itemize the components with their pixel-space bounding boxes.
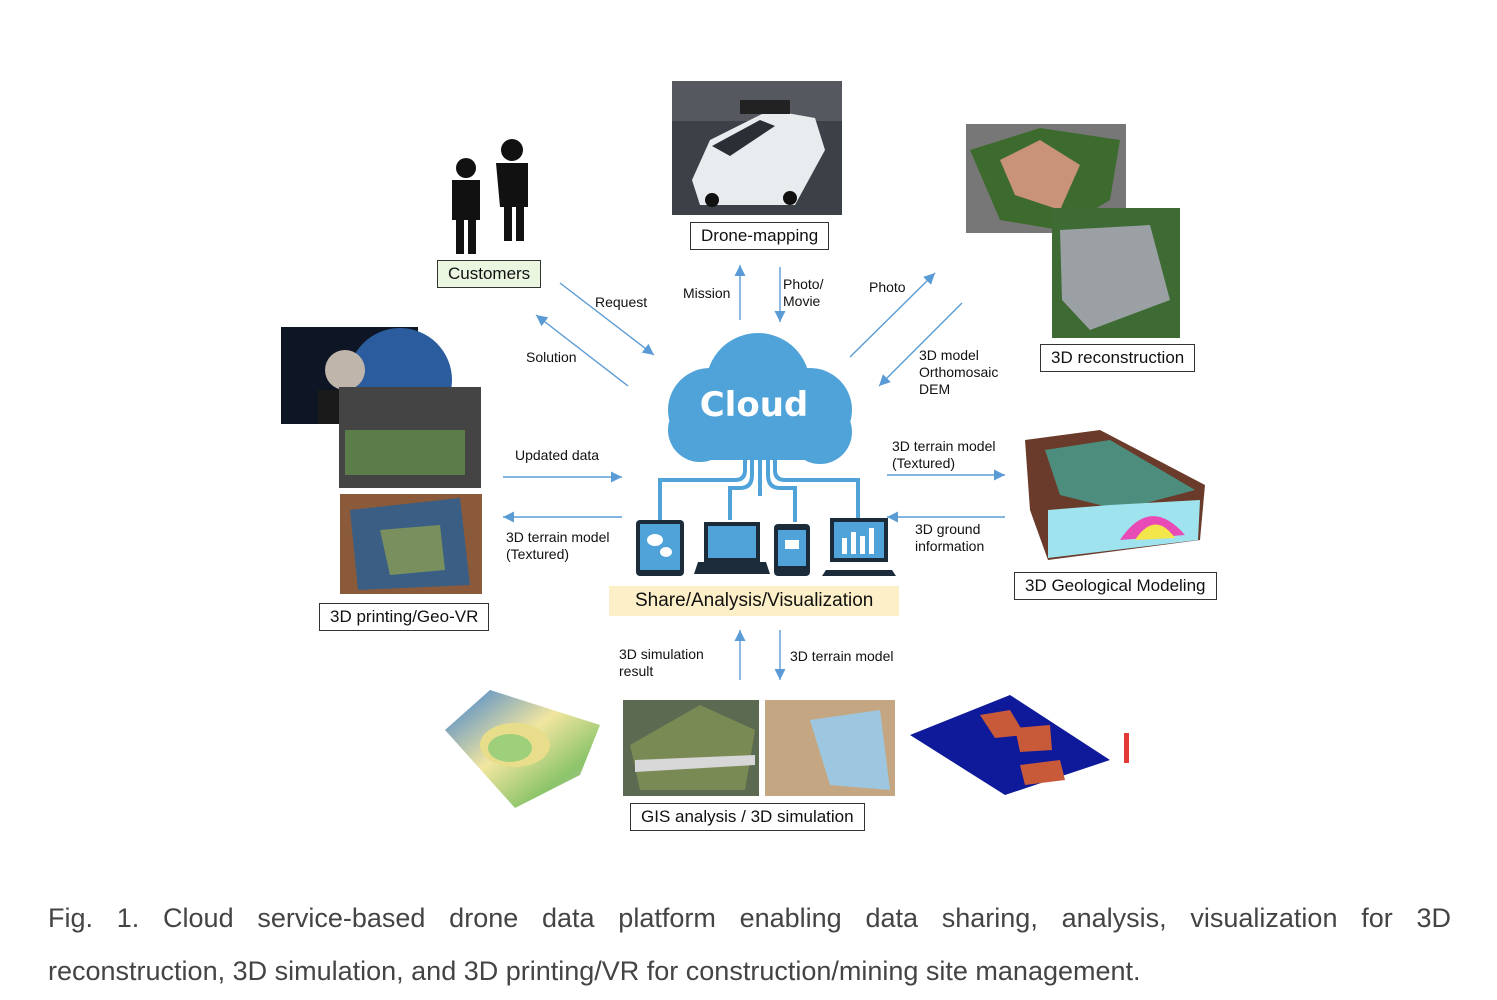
- node-customers: Customers: [437, 260, 542, 288]
- node-3d-printing-geovr: 3D printing/Geo-VR: [319, 603, 490, 631]
- edge-label-terrain-model: 3D terrain model: [790, 648, 894, 664]
- customers-people-icon: [452, 139, 528, 254]
- caption-line-2: reconstruction, 3D simulation, and 3D pr…: [48, 956, 1141, 986]
- edge-label-photo-movie: Photo/ Movie: [783, 276, 824, 309]
- phone-icon: [774, 524, 810, 576]
- cloud-label: Cloud: [700, 385, 809, 425]
- node-3d-reconstruction: 3D reconstruction: [1040, 344, 1196, 372]
- diagram-canvas: Cloud: [281, 81, 1205, 808]
- edge-label-sim-result: 3D simulation result: [619, 646, 704, 679]
- edge-label-photo: Photo: [869, 279, 906, 295]
- vr-printing-images: [281, 327, 482, 594]
- edge-label-updated-data: Updated data: [515, 447, 600, 463]
- edge-label-request: Request: [595, 294, 648, 310]
- node-drone-mapping: Drone-mapping: [690, 222, 830, 250]
- geological-model-image: [1025, 430, 1205, 560]
- arrow-model-ortho-dem: [878, 302, 963, 387]
- tablet-icon: [636, 520, 684, 576]
- drone-van-photo: [672, 81, 842, 215]
- figure-caption: Fig. 1. Cloud service-based drone data p…: [48, 892, 1451, 998]
- cloud-shape: [668, 333, 852, 464]
- node-gis-3d-simulation: GIS analysis / 3D simulation: [630, 803, 865, 831]
- laptop-icon: [694, 522, 770, 574]
- gis-simulation-images: [445, 690, 1129, 808]
- node-share-analysis-visualization: Share/Analysis/Visualization: [609, 586, 900, 616]
- edge-label-solution: Solution: [526, 349, 577, 365]
- arrow-request: [559, 282, 655, 356]
- reconstruction-images: [966, 124, 1180, 338]
- edge-label-mission: Mission: [683, 285, 731, 301]
- cloud-device-links: [658, 420, 860, 522]
- caption-line-1: Fig. 1. Cloud service-based drone data p…: [48, 903, 1451, 933]
- edge-label-terrain-textured-right: 3D terrain model (Textured): [892, 438, 996, 471]
- arrow-solution: [535, 314, 629, 387]
- edge-label-model-ortho-dem: 3D model Orthomosaic DEM: [919, 347, 999, 397]
- edge-label-terrain-textured-left: 3D terrain model (Textured): [506, 529, 610, 562]
- desktop-monitor-icon: [822, 518, 896, 576]
- edge-label-ground-info: 3D ground information: [915, 521, 985, 554]
- arrow-photo: [849, 272, 936, 358]
- node-3d-geological-modeling: 3D Geological Modeling: [1014, 572, 1217, 600]
